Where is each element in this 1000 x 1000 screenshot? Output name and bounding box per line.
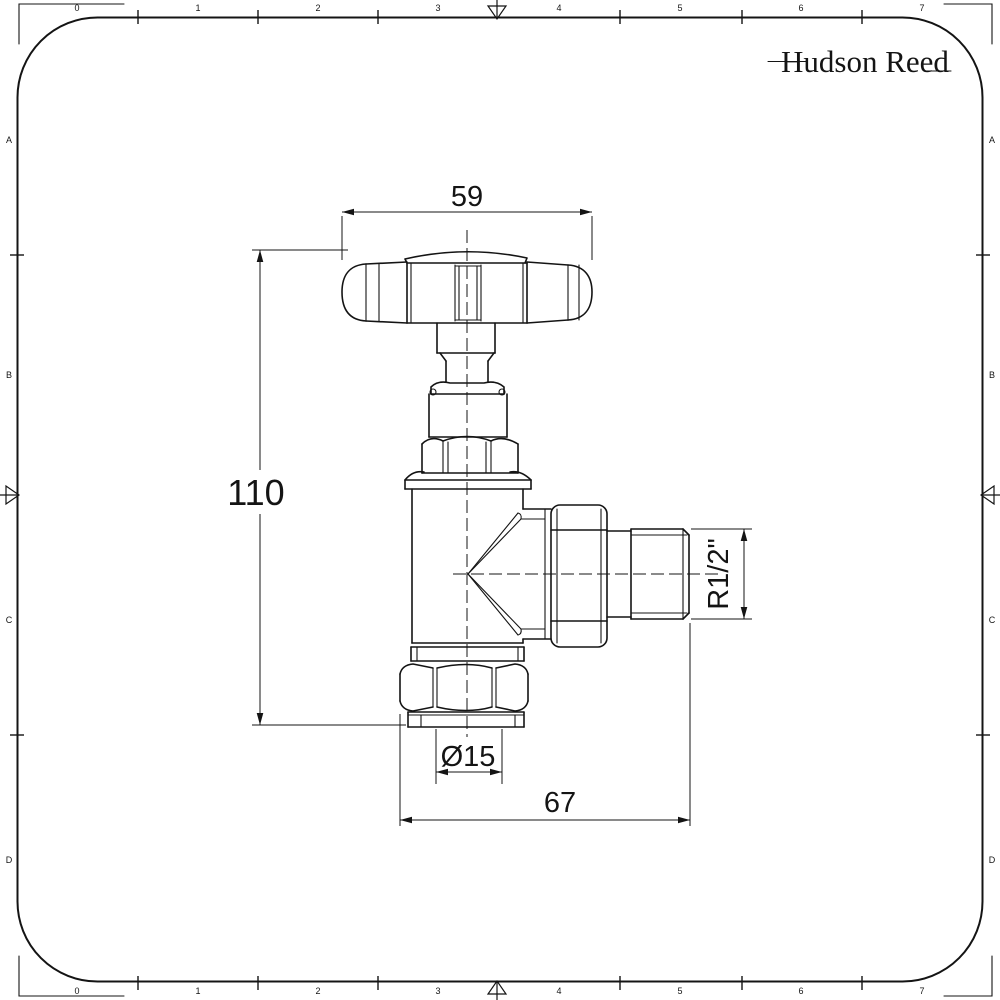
border-ticks xyxy=(10,10,990,990)
compression-cap xyxy=(407,711,525,728)
corner-mark-top-left xyxy=(18,3,125,45)
handle-slot xyxy=(454,264,482,322)
gland-ball-right xyxy=(498,388,506,396)
zone-label: 4 xyxy=(556,3,561,13)
body-bottom-ring xyxy=(410,646,525,662)
dim-text-d15: Ø15 xyxy=(441,741,496,773)
dim-text-110: 110 xyxy=(227,472,284,513)
zone-label: C xyxy=(6,615,13,625)
center-marker-top xyxy=(486,0,508,21)
zone-label: 6 xyxy=(798,3,803,13)
center-marker-bottom xyxy=(486,979,508,1000)
compression-nut xyxy=(399,663,529,712)
dim-text-r12: R1/2" xyxy=(703,538,735,610)
zone-label: 4 xyxy=(556,986,561,996)
body-cone xyxy=(467,512,522,636)
packing-cylinder xyxy=(428,393,508,438)
zone-label: A xyxy=(6,135,12,145)
zone-label: 6 xyxy=(798,986,803,996)
corner-mark-bottom-left xyxy=(18,955,125,997)
zone-label: 0 xyxy=(74,986,79,996)
zone-label: 3 xyxy=(435,986,440,996)
gland-ball-left xyxy=(429,388,437,396)
handle-cap xyxy=(404,250,528,264)
valve-body xyxy=(410,488,552,662)
valve-drawing xyxy=(341,230,722,737)
outlet-union-nut xyxy=(550,504,608,648)
zone-label: B xyxy=(989,370,995,380)
zone-label: 1 xyxy=(195,3,200,13)
body-flange xyxy=(404,470,532,490)
corner-mark-top-right xyxy=(943,3,993,45)
valve-handle xyxy=(341,250,593,324)
gland-nut-ring xyxy=(429,381,506,396)
drawing-border xyxy=(16,16,984,983)
zone-label: A xyxy=(989,135,995,145)
zone-label: 7 xyxy=(919,986,924,996)
brand-logo: Hudson Reed xyxy=(767,44,952,79)
zone-label: 7 xyxy=(919,3,924,13)
dimension-handle-width: 59 xyxy=(341,181,593,260)
stem-hex-nut xyxy=(421,435,519,474)
center-marker-left xyxy=(0,484,21,506)
center-marker-right xyxy=(979,484,1000,506)
zone-label: 3 xyxy=(435,3,440,13)
dimension-outlet-thread: R1/2" xyxy=(691,528,752,620)
dim-text-59: 59 xyxy=(451,181,483,213)
dimension-overall-depth: 67 xyxy=(399,623,691,826)
zone-label: D xyxy=(989,855,996,865)
dimensions: 59 110 R1/2" Ø15 67 xyxy=(227,181,752,826)
outlet-port xyxy=(520,508,552,640)
zone-label: 5 xyxy=(677,986,682,996)
outlet-thread xyxy=(606,528,690,620)
dim-text-67: 67 xyxy=(544,787,576,819)
handle-right-arm xyxy=(526,261,593,324)
zone-label: 0 xyxy=(74,3,79,13)
zone-label: 5 xyxy=(677,3,682,13)
zone-label: 1 xyxy=(195,986,200,996)
border-zone-labels: 0 1 2 3 4 5 6 7 0 1 2 3 4 5 6 7 A B C D … xyxy=(6,3,996,996)
zone-label: B xyxy=(6,370,12,380)
zone-label: C xyxy=(989,615,996,625)
valve-stem xyxy=(436,322,496,383)
dimension-overall-height: 110 xyxy=(227,249,406,726)
logo-text: Hudson Reed xyxy=(781,44,949,79)
corner-mark-bottom-right xyxy=(943,955,993,997)
zone-label: 2 xyxy=(315,3,320,13)
dimension-inlet-diameter: Ø15 xyxy=(435,729,503,784)
zone-label: 2 xyxy=(315,986,320,996)
handle-left-arm xyxy=(341,261,408,324)
zone-label: D xyxy=(6,855,13,865)
